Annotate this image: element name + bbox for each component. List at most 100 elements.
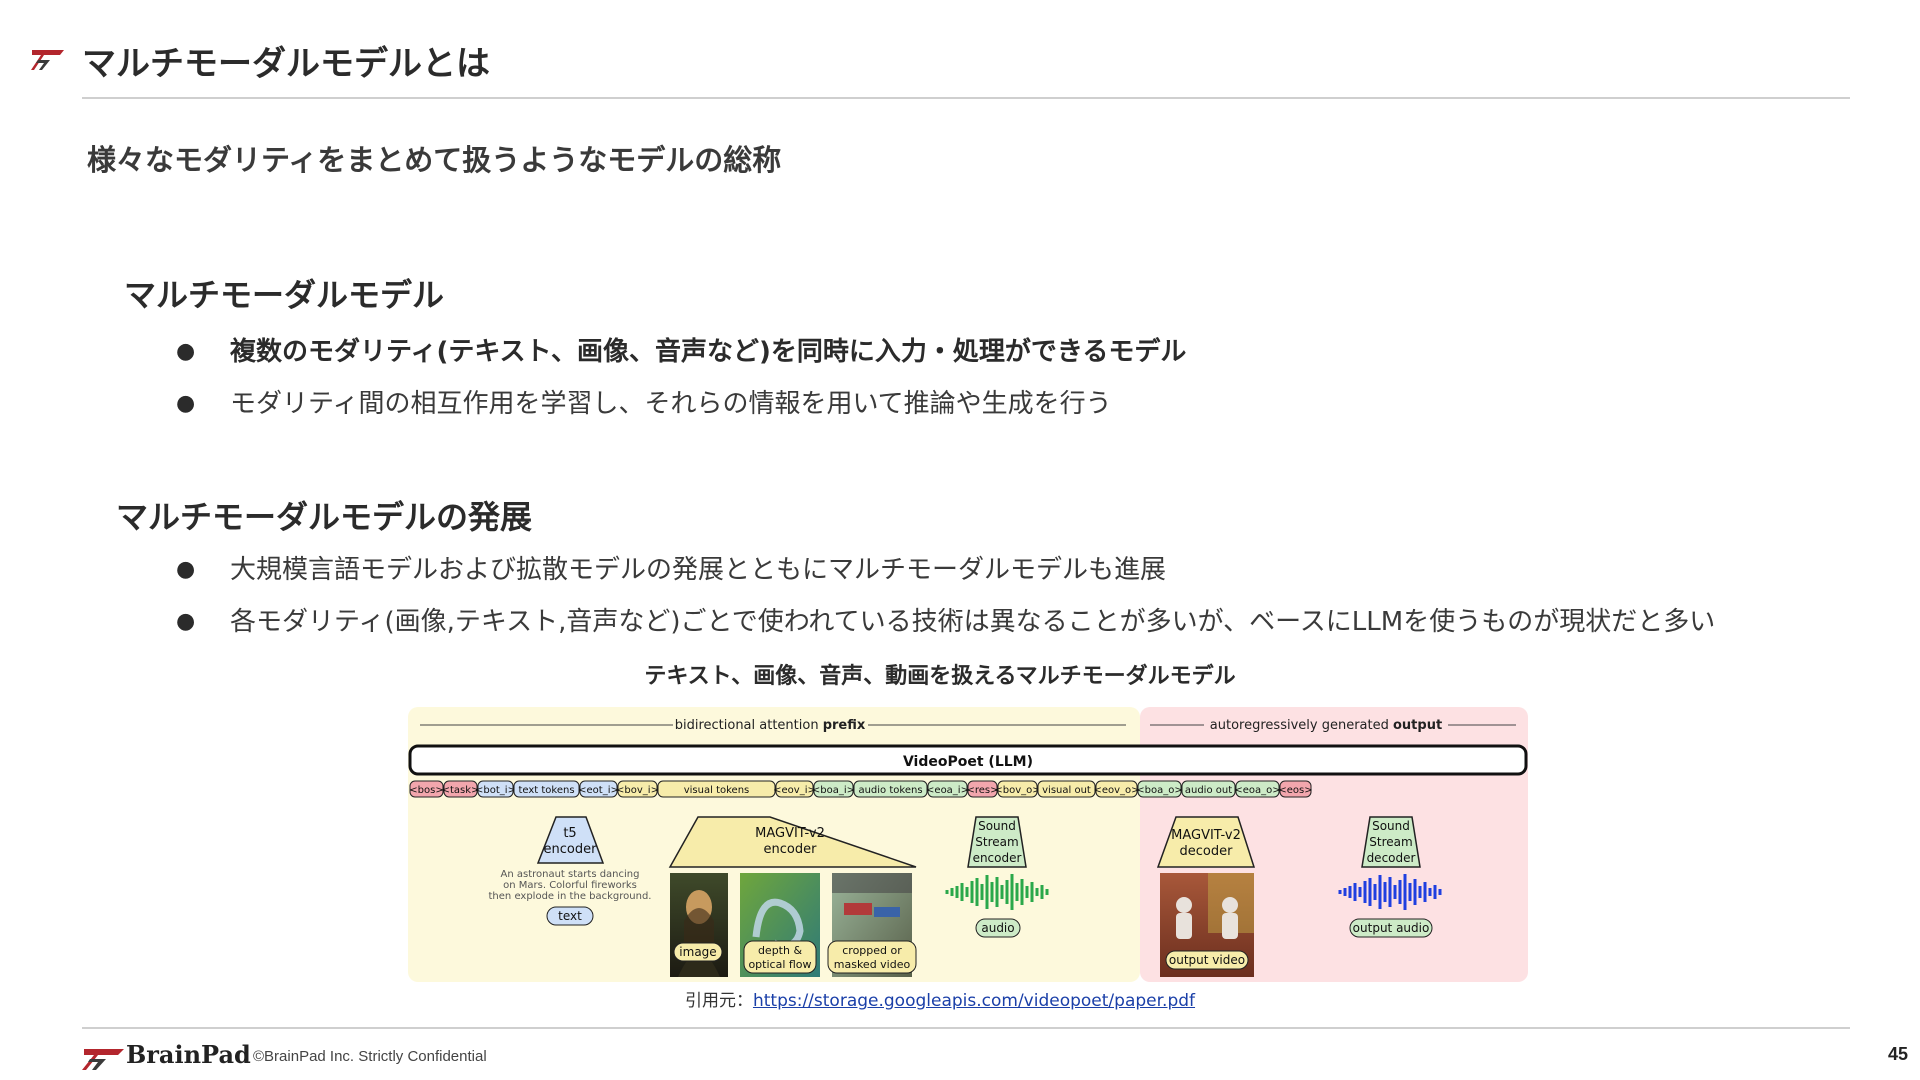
videopoet-diagram: bidirectional attention prefix autoregre… xyxy=(408,707,1528,982)
source-citation: 引用元：https://storage.googleapis.com/video… xyxy=(0,986,1880,1011)
audio-label: audio xyxy=(981,921,1014,935)
sound-encoder-block xyxy=(967,816,1027,868)
waveform-bar xyxy=(1353,883,1357,901)
token-box xyxy=(967,780,998,798)
page-number: 45 xyxy=(1887,1044,1908,1064)
token-box xyxy=(853,780,928,798)
waveform-bar xyxy=(1413,879,1417,905)
waveform-bar xyxy=(970,881,974,903)
token-label: <eov_i> xyxy=(773,785,816,796)
waveform-bar xyxy=(1348,886,1352,898)
sound-encoder-label: Sound xyxy=(978,819,1016,833)
waveform-bar xyxy=(985,875,989,909)
waveform-bar xyxy=(1393,885,1397,899)
magvit-encoder-label: MAGVIT-v2 xyxy=(755,826,825,841)
waveform-bar xyxy=(990,882,994,902)
sound-decoder-label: Stream xyxy=(1369,835,1412,849)
token-label: <eot_i> xyxy=(578,785,619,796)
crop-pill xyxy=(827,940,917,974)
figure-caption: テキスト、画像、音声、動画を扱えるマルチモーダルモデル xyxy=(644,664,1236,689)
page-title: マルチモーダルモデルとは xyxy=(82,44,490,84)
token-box xyxy=(477,780,514,798)
depth-label: depth & xyxy=(758,944,803,957)
sound-decoder-label: Sound xyxy=(1372,819,1410,833)
brand-name: BrainPad xyxy=(126,1040,251,1069)
page-subtitle: 様々なモダリティをまとめて扱うようなモデルの総称 xyxy=(87,143,782,177)
prefix-label: bidirectional attention prefix xyxy=(675,718,866,733)
waveform-bar xyxy=(1398,880,1402,904)
waveform-bar xyxy=(1358,887,1362,897)
section-heading-evolution: マルチモーダルモデルの発展 xyxy=(116,498,533,536)
image-label: image xyxy=(679,945,716,959)
llm-label: VideoPoet (LLM) xyxy=(903,754,1033,770)
copyright-text: ©BrainPad Inc. Strictly Confidential xyxy=(253,1048,487,1065)
bullet-item: モダリティ間の相互作用を学習し、それらの情報を用いて推論や生成を行う xyxy=(176,378,1186,430)
waveform-bar xyxy=(1423,882,1427,902)
t5-encoder-block xyxy=(536,816,605,864)
t5-encoder-label: t5 xyxy=(563,826,576,841)
token-box xyxy=(1095,780,1138,798)
waveform-bar xyxy=(1000,885,1004,899)
sound-encoder-label: Stream xyxy=(975,835,1018,849)
magvit-encoder-label: encoder xyxy=(764,842,818,857)
waveform-bar xyxy=(1025,886,1029,898)
magvit-decoder-label: MAGVIT-v2 xyxy=(1171,828,1241,843)
token-label: audio tokens xyxy=(858,785,922,796)
sound-decoder-block xyxy=(1361,816,1421,868)
waveform-bar xyxy=(975,878,979,906)
llm-bar xyxy=(408,744,1528,776)
audio-pill xyxy=(975,918,1021,938)
token-label: <eoa_o> xyxy=(1234,785,1280,796)
waveform-bar xyxy=(1418,886,1422,898)
token-box xyxy=(1037,780,1096,798)
output-video-pill xyxy=(1165,950,1249,970)
token-box xyxy=(657,780,776,798)
token-label: <eov_o> xyxy=(1093,785,1139,796)
crop-label: masked video xyxy=(834,958,911,971)
text-input-pill xyxy=(546,906,594,926)
token-box xyxy=(617,780,658,798)
source-link[interactable]: https://storage.googleapis.com/videopoet… xyxy=(752,991,1196,1011)
waveform-bar xyxy=(1035,888,1039,896)
bullet-item: 複数のモダリティ(テキスト、画像、音声など)を同時に入力・処理ができるモデル xyxy=(176,326,1186,378)
waveform-bar xyxy=(995,877,999,907)
sound-decoder-label: decoder xyxy=(1367,851,1416,865)
waveform-bar xyxy=(1368,878,1372,906)
output-label: autoregressively generated output xyxy=(1210,718,1442,733)
prompt-text: then explode in the background. xyxy=(489,891,652,902)
token-box xyxy=(1279,780,1312,798)
waveform-bar xyxy=(965,887,969,897)
footer-divider xyxy=(82,1027,1850,1029)
section2-bullets: 大規模言語モデルおよび拡散モデルの発展とともにマルチモーダルモデルも進展 各モダ… xyxy=(176,544,1715,648)
brand-logo-icon xyxy=(82,1049,124,1070)
waveform-bar xyxy=(1045,889,1049,895)
depth-label: optical flow xyxy=(748,958,811,971)
sound-encoder-label: encoder xyxy=(973,851,1022,865)
token-label: <task> xyxy=(442,785,480,796)
crop-label: cropped or xyxy=(842,944,902,957)
token-label: <eos> xyxy=(1278,785,1312,796)
token-label: <bov_i> xyxy=(616,785,659,796)
magvit-decoder-label: decoder xyxy=(1180,844,1234,859)
waveform-bar xyxy=(1030,882,1034,902)
token-box xyxy=(1181,780,1236,798)
waveform-bar xyxy=(950,888,954,896)
waveform-bar xyxy=(1408,883,1412,901)
waveform-bar xyxy=(1428,888,1432,896)
token-box xyxy=(927,780,968,798)
token-box xyxy=(775,780,814,798)
output-video-label: output video xyxy=(1169,953,1245,967)
magvit-encoder-block xyxy=(668,816,917,868)
output-audio-pill xyxy=(1349,918,1433,938)
audio-waveform xyxy=(945,874,1049,910)
waveform-bar xyxy=(1010,874,1014,910)
token-label: <bot_i> xyxy=(475,785,516,796)
prompt-text: on Mars. Colorful fireworks xyxy=(503,880,637,891)
waveform-bar xyxy=(1020,879,1024,905)
title-divider xyxy=(82,97,1850,99)
waveform-bar xyxy=(1338,890,1342,894)
token-box xyxy=(997,780,1038,798)
waveform-bar xyxy=(960,883,964,901)
token-box xyxy=(443,780,478,798)
token-label: <bov_o> xyxy=(994,785,1040,796)
